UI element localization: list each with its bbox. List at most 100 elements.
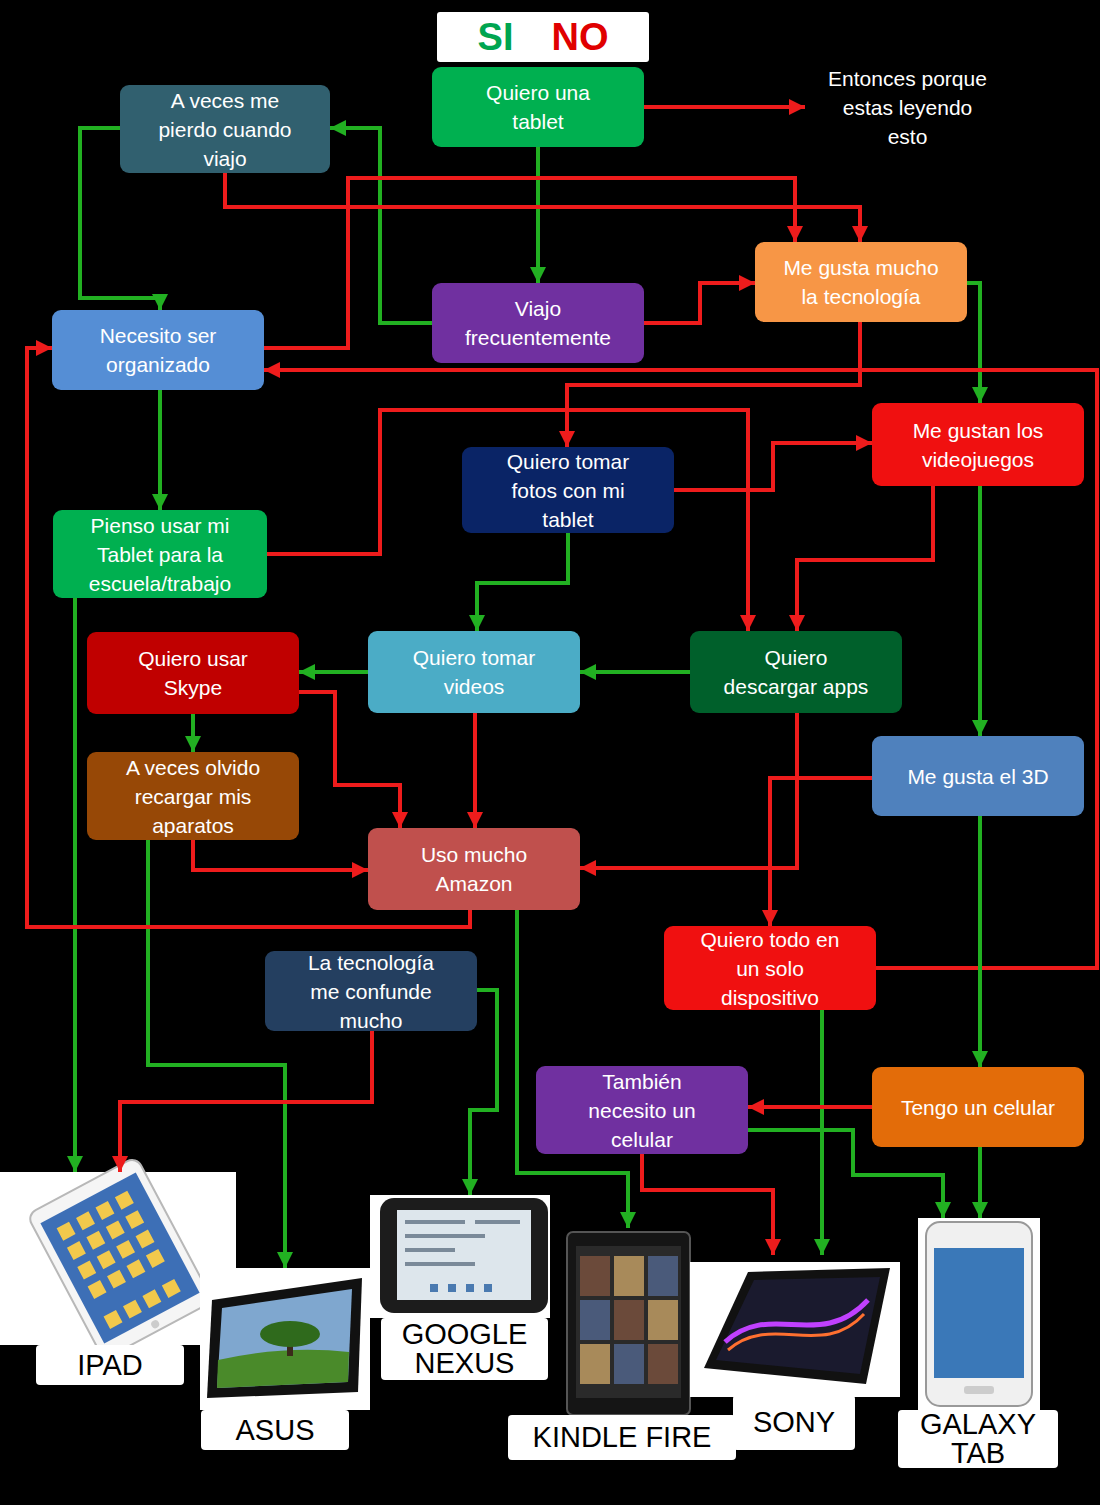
no-connector bbox=[642, 1154, 773, 1255]
node-text: También necesito un celular bbox=[585, 1067, 700, 1154]
question-box: Quiero tomar videos bbox=[368, 631, 580, 713]
node-text: Me gustan los videojuegos bbox=[903, 416, 1053, 474]
tablet-body bbox=[27, 1156, 213, 1359]
yes-connector bbox=[978, 486, 982, 736]
question-box: La tecnología me confunde mucho bbox=[265, 951, 477, 1031]
no-connector bbox=[225, 173, 860, 242]
dock-icons bbox=[430, 1284, 492, 1292]
image-background bbox=[370, 1195, 550, 1318]
node-text: Quiero una tablet bbox=[473, 78, 603, 136]
yes-connector bbox=[73, 598, 77, 1172]
node-text: Necesito ser organizado bbox=[88, 321, 228, 379]
device-result: SONY bbox=[700, 1255, 900, 1450]
question-box: Quiero usar Skype bbox=[87, 632, 299, 714]
question-box: Me gustan los videojuegos bbox=[872, 403, 1084, 486]
yes-connector bbox=[191, 714, 195, 752]
no-connector bbox=[120, 1031, 372, 1172]
device-result: GOOGLE NEXUS bbox=[370, 1195, 550, 1380]
yes-connector bbox=[978, 816, 982, 1067]
tree-canopy bbox=[260, 1321, 320, 1347]
yes-connector bbox=[158, 390, 162, 510]
answer-word: NO bbox=[551, 15, 608, 59]
kindle-illustration bbox=[567, 1232, 690, 1415]
image-background bbox=[690, 1262, 900, 1397]
node-text: Quiero usar Skype bbox=[131, 644, 256, 702]
node-text: Quiero tomar fotos con mi tablet bbox=[496, 447, 641, 534]
question-box: A veces me pierdo cuando viajo bbox=[120, 85, 330, 173]
device-result: ASUS bbox=[200, 1268, 370, 1450]
tablet-body bbox=[207, 1278, 362, 1398]
yes-connector bbox=[477, 533, 568, 631]
node-text: Quiero descargar apps bbox=[721, 643, 871, 701]
tablet-body bbox=[380, 1198, 548, 1313]
media-covers bbox=[580, 1256, 678, 1384]
node-text: Me gusta mucho la tecnología bbox=[779, 253, 944, 311]
no-connector bbox=[674, 443, 872, 490]
tablet-body bbox=[926, 1222, 1032, 1406]
question-box: Pienso usar mi Tablet para la escuela/tr… bbox=[53, 510, 267, 598]
device-name: GOOGLE NEXUS bbox=[381, 1318, 548, 1380]
asus-illustration bbox=[200, 1268, 370, 1410]
screen-content bbox=[405, 1222, 520, 1264]
node-text: A veces olvido recargar mis aparatos bbox=[116, 753, 271, 840]
home-button bbox=[150, 1319, 161, 1330]
no-connector bbox=[193, 840, 368, 870]
tablet-screen bbox=[217, 1289, 352, 1388]
galaxy-illustration bbox=[918, 1218, 1040, 1410]
question-box: Quiero descargar apps bbox=[690, 631, 902, 713]
question-box: Quiero tomar fotos con mi tablet bbox=[462, 447, 674, 533]
yes-connector bbox=[580, 670, 690, 674]
node-text: Quiero tomar videos bbox=[407, 643, 542, 701]
question-box: Necesito ser organizado bbox=[52, 310, 264, 390]
question-box: Quiero todo en un solo dispositivo bbox=[664, 926, 876, 1010]
tablet-screen bbox=[934, 1248, 1024, 1378]
device-result: KINDLE FIRE bbox=[508, 1228, 736, 1460]
device-name: KINDLE FIRE bbox=[508, 1415, 736, 1460]
tablet-body bbox=[567, 1232, 690, 1415]
sony-illustration bbox=[690, 1262, 900, 1397]
screen-ground bbox=[217, 1350, 349, 1388]
no-connector bbox=[644, 105, 805, 109]
answer-key: SINO bbox=[437, 12, 649, 62]
yes-connector bbox=[299, 670, 368, 674]
no-connector bbox=[797, 486, 933, 631]
screen-wave bbox=[728, 1314, 864, 1350]
node-text: Viajo frecuentemente bbox=[463, 294, 613, 352]
question-box: A veces olvido recargar mis aparatos bbox=[87, 752, 299, 840]
device-name: ASUS bbox=[201, 1410, 349, 1450]
no-connector bbox=[580, 713, 797, 868]
no-connector bbox=[267, 410, 748, 631]
question-box: Uso mucho Amazon bbox=[368, 828, 580, 910]
no-connector bbox=[264, 370, 1097, 968]
question-box: Viajo frecuentemente bbox=[432, 283, 644, 363]
question-box: Me gusta mucho la tecnología bbox=[755, 242, 967, 322]
yes-connector bbox=[820, 1010, 824, 1255]
device-name: IPAD bbox=[36, 1345, 184, 1385]
yes-connector bbox=[536, 147, 540, 283]
node-text: Uso mucho Amazon bbox=[414, 840, 534, 898]
yes-connector bbox=[330, 128, 432, 323]
device-result: IPAD bbox=[0, 1172, 236, 1385]
node-text: Entonces porque estas leyendo esto bbox=[820, 64, 995, 151]
yes-connector bbox=[967, 283, 980, 403]
yes-connector bbox=[978, 1147, 982, 1218]
app-icons bbox=[57, 1191, 181, 1329]
no-connector bbox=[770, 778, 872, 926]
tablet-screen bbox=[40, 1173, 199, 1344]
node-text: La tecnología me confunde mucho bbox=[301, 948, 441, 1035]
node-text: A veces me pierdo cuando viajo bbox=[150, 86, 300, 173]
node-text: Pienso usar mi Tablet para la escuela/tr… bbox=[78, 511, 243, 598]
tablet-screen bbox=[397, 1210, 531, 1300]
media-covers bbox=[580, 1256, 678, 1384]
tablet-screen bbox=[716, 1277, 880, 1374]
connectors bbox=[27, 107, 1097, 1268]
no-connector bbox=[473, 713, 477, 828]
question-box: Me gusta el 3D bbox=[872, 736, 1084, 816]
start-box: Quiero una tablet bbox=[432, 67, 644, 147]
media-covers bbox=[580, 1256, 678, 1384]
image-background bbox=[200, 1268, 370, 1410]
question-box: También necesito un celular bbox=[536, 1066, 748, 1154]
node-text: Me gusta el 3D bbox=[907, 762, 1048, 791]
tablet-screen bbox=[576, 1246, 681, 1398]
